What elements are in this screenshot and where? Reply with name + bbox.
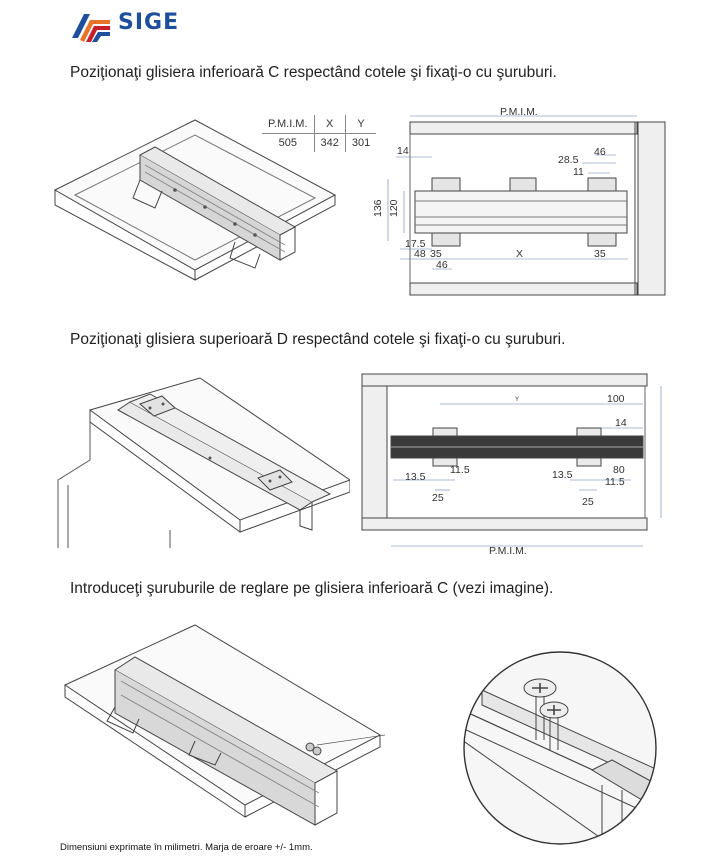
dim-label: 35 [594,248,606,260]
dim-label: 25 [432,492,444,504]
lower-slide-dimension-diagram: P.M.I.M. 14 136 120 17.5 48 35 46 X 35 2… [372,106,666,296]
dim-label: 46 [594,146,606,158]
sige-logo [72,14,110,42]
dim-label: 11.5 [605,476,625,488]
upper-slide-dimension-diagram: Y 100 14 13.5 11.5 25 13.5 80 11.5 25 P.… [361,373,662,557]
lower-slide-isometric-illustration [53,119,337,281]
dim-label: 11 [573,166,584,178]
table-cell: 505 [278,137,297,149]
brand-name: SIGE [118,10,180,35]
dim-label: 136 [372,199,384,217]
dimension-table: P.M.I.M. X Y 505 342 301 [262,115,377,152]
footer-note: Dimensiuni exprimate în milimetri. Marja… [60,842,313,853]
dim-label: X [516,248,523,260]
dim-label: 25 [582,496,594,508]
table-header-row: P.M.I.M. X Y [262,115,377,134]
adjustment-screw-illustration [63,624,385,826]
phillips-screw-icon [523,678,557,740]
dim-label: 100 [607,393,625,405]
dim-label: 48 [414,248,426,260]
table-header: P.M.I.M. [262,115,315,134]
dim-label: 35 [430,248,442,260]
dim-label: 28.5 [558,154,579,166]
table-header: Y [344,115,377,134]
table-cell: 342 [313,133,346,152]
step-2-instruction: Poziţionaţi glisiera superioară D respec… [70,331,566,348]
dim-label: 80 [613,464,625,476]
upper-slide-isometric-illustration [57,377,350,548]
screw-detail-zoom [463,651,657,845]
dim-label: 17.5 [405,238,426,250]
dim-label: 120 [388,199,400,217]
dim-label: 14 [615,417,627,429]
table-row: 505 342 301 [262,133,377,152]
dim-label: 13.5 [552,469,573,481]
dim-label: 11.5 [450,464,470,476]
diagram2-pim-label: P.M.I.M. [489,545,527,557]
logo-stripes-icon [72,14,110,42]
step-3-instruction: Introduceţi şuruburile de reglare pe gli… [70,580,554,597]
dim-label: 46 [436,259,448,271]
table-cell: 301 [344,133,377,152]
dim-label: 14 [397,145,409,157]
diagram1-pim-label: P.M.I.M. [500,106,538,118]
step-1-instruction: Poziţionaţi glisiera inferioară C respec… [70,64,557,81]
dim-label: 13.5 [405,471,426,483]
phillips-screw-icon [539,701,569,750]
dim-label: Y [515,397,519,403]
table-header: X [313,115,346,134]
